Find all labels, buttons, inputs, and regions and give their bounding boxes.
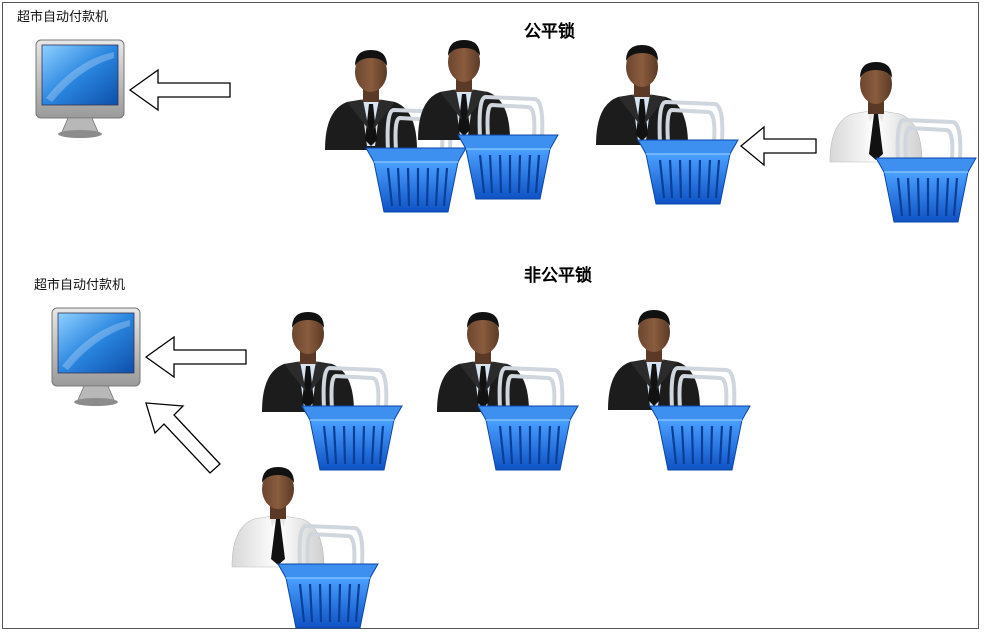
- unfair-lock-title: 非公平锁: [524, 266, 592, 286]
- shopping-basket-icon: [300, 366, 404, 472]
- computer-monitor-icon: [51, 307, 141, 407]
- shopping-basket-icon: [476, 366, 580, 472]
- outline-arrow-icon: [739, 125, 817, 167]
- outline-arrow-icon: [145, 336, 247, 378]
- shopping-basket-icon: [276, 524, 380, 630]
- shopping-basket-icon: [648, 366, 752, 472]
- fair-machine-label: 超市自动付款机: [17, 10, 109, 25]
- shopping-basket-icon: [456, 95, 560, 201]
- outline-arrow-icon: [145, 402, 221, 474]
- shopping-basket-icon: [636, 100, 740, 206]
- diagram-frame: [2, 2, 979, 629]
- fair-lock-title: 公平锁: [524, 22, 575, 42]
- outline-arrow-icon: [129, 69, 231, 111]
- computer-monitor-icon: [35, 39, 125, 139]
- unfair-machine-label: 超市自动付款机: [34, 278, 126, 293]
- shopping-basket-icon: [874, 118, 978, 224]
